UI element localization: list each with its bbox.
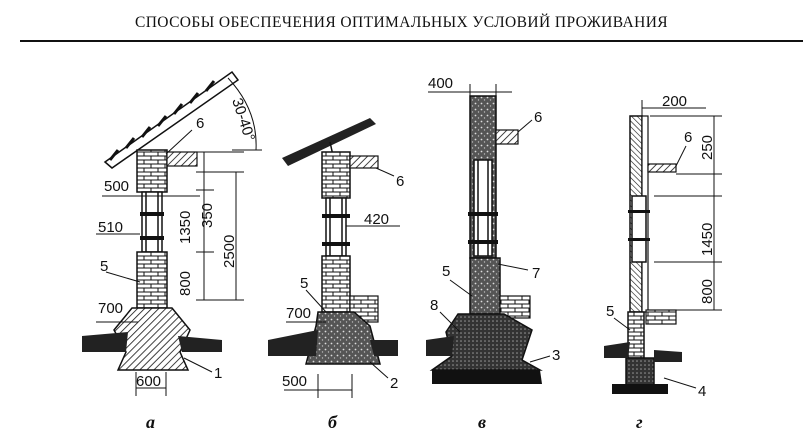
dim-250: 250 xyxy=(699,135,716,160)
dim-700: 700 xyxy=(286,305,311,322)
label-7: 7 xyxy=(532,265,540,282)
dim-500: 500 xyxy=(104,178,129,195)
ground-left xyxy=(268,330,318,356)
floor-slab xyxy=(647,163,677,173)
foundation-base xyxy=(432,370,542,384)
dim-200: 200 xyxy=(662,93,687,110)
figure-v: 400 6 5 7 8 3 в xyxy=(426,75,560,432)
floor-structure xyxy=(499,295,531,319)
dim-350: 350 xyxy=(199,203,216,228)
concrete-wall-lower xyxy=(469,257,501,315)
floor-structure xyxy=(645,309,677,325)
label-5: 5 xyxy=(100,258,108,275)
floor-slab xyxy=(166,151,198,167)
dim-1350: 1350 xyxy=(177,211,194,244)
brick-wall-lower xyxy=(136,251,168,309)
floor-slab xyxy=(495,129,519,145)
dim-2500: 2500 xyxy=(221,235,238,268)
label-3: 3 xyxy=(552,347,560,364)
dim-800: 800 xyxy=(699,279,716,304)
figure-b: 420 700 500 6 5 2 б xyxy=(268,118,404,432)
floor-structure xyxy=(349,295,379,323)
window-opening xyxy=(325,197,347,257)
label-6: 6 xyxy=(684,129,692,146)
dim-500: 500 xyxy=(282,373,307,390)
foundation xyxy=(625,357,655,387)
dim-angle: 30-40° xyxy=(228,96,258,143)
caption-b: б xyxy=(328,412,338,432)
angle-arc xyxy=(227,77,257,151)
label-5: 5 xyxy=(300,275,308,292)
label-6: 6 xyxy=(534,109,542,126)
dim-1450: 1450 xyxy=(699,223,716,256)
label-4: 4 xyxy=(698,383,706,400)
ground-left xyxy=(604,342,630,358)
label-8: 8 xyxy=(430,297,438,314)
dim-700: 700 xyxy=(98,300,123,317)
caption-v: в xyxy=(478,412,486,432)
label-6: 6 xyxy=(396,173,404,190)
ground-right xyxy=(178,336,222,352)
caption-a: а xyxy=(146,412,155,432)
brick-wall-upper xyxy=(136,149,168,193)
dim-600: 600 xyxy=(136,373,161,390)
page-header-title: СПОСОБЫ ОБЕСПЕЧЕНИЯ ОПТИМАЛЬНЫХ УСЛОВИЙ … xyxy=(134,14,669,31)
dim-510: 510 xyxy=(98,219,123,236)
caption-g: г xyxy=(636,412,643,432)
foundation-base xyxy=(612,384,668,394)
roof-tiles xyxy=(108,80,216,161)
ground-right xyxy=(370,340,398,356)
brick-wall-lower xyxy=(321,255,351,313)
header-rule xyxy=(20,40,803,42)
figure-g: 200 250 1450 800 6 5 4 г xyxy=(604,93,722,432)
foundation xyxy=(305,311,381,365)
ground-left xyxy=(82,332,128,352)
plinth xyxy=(627,311,645,359)
brick-wall-upper xyxy=(321,151,351,199)
label-2: 2 xyxy=(390,375,398,392)
floor-slab xyxy=(349,155,379,169)
ground-left xyxy=(426,336,454,356)
window-opening xyxy=(631,195,647,263)
label-5: 5 xyxy=(606,303,614,320)
ground-right xyxy=(654,350,682,362)
window-opening xyxy=(141,191,163,253)
label-1: 1 xyxy=(214,365,222,382)
dim-800: 800 xyxy=(177,271,194,296)
label-6: 6 xyxy=(196,115,204,132)
roof-slope xyxy=(282,118,376,166)
dim-420: 420 xyxy=(364,211,389,228)
figure-a: 30-40° 500 510 1350 350 2500 800 700 600… xyxy=(82,70,262,432)
label-5: 5 xyxy=(442,263,450,280)
dim-400: 400 xyxy=(428,75,453,92)
